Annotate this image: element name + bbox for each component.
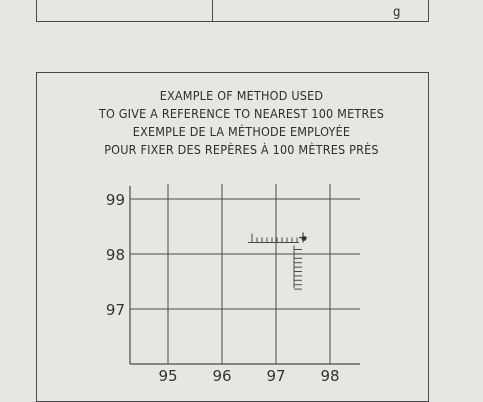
x-tick-label: 95 [158, 367, 177, 385]
table-divider [212, 0, 213, 21]
grid-labels: 99 98 97 95 96 97 98 [106, 191, 340, 385]
title-line-3: EXEMPLE DE LA MÉTHODE EMPLOYÉE [132, 124, 351, 139]
title-line-1: EXAMPLE OF METHOD USED [159, 88, 324, 103]
y-tick-label: 98 [106, 246, 125, 264]
x-tick-label: 96 [212, 367, 231, 385]
reference-marker [248, 232, 307, 290]
reference-point [301, 236, 307, 241]
x-tick-label: 98 [320, 367, 339, 385]
grid-lines [129, 184, 360, 365]
y-tick-label: 97 [106, 301, 125, 319]
grid-diagram: 99 98 97 95 96 97 98 [106, 184, 360, 385]
top-table-fragment: g [36, 0, 429, 22]
y-tick-label: 99 [106, 191, 125, 209]
title-line-2: TO GIVE A REFERENCE TO NEAREST 100 METRE… [98, 106, 385, 121]
title-line-4: POUR FIXER DES REPÈRES À 100 MÈTRES PRÈS [104, 142, 379, 157]
table-cell-text: g [393, 5, 401, 20]
x-tick-label: 97 [266, 367, 285, 385]
